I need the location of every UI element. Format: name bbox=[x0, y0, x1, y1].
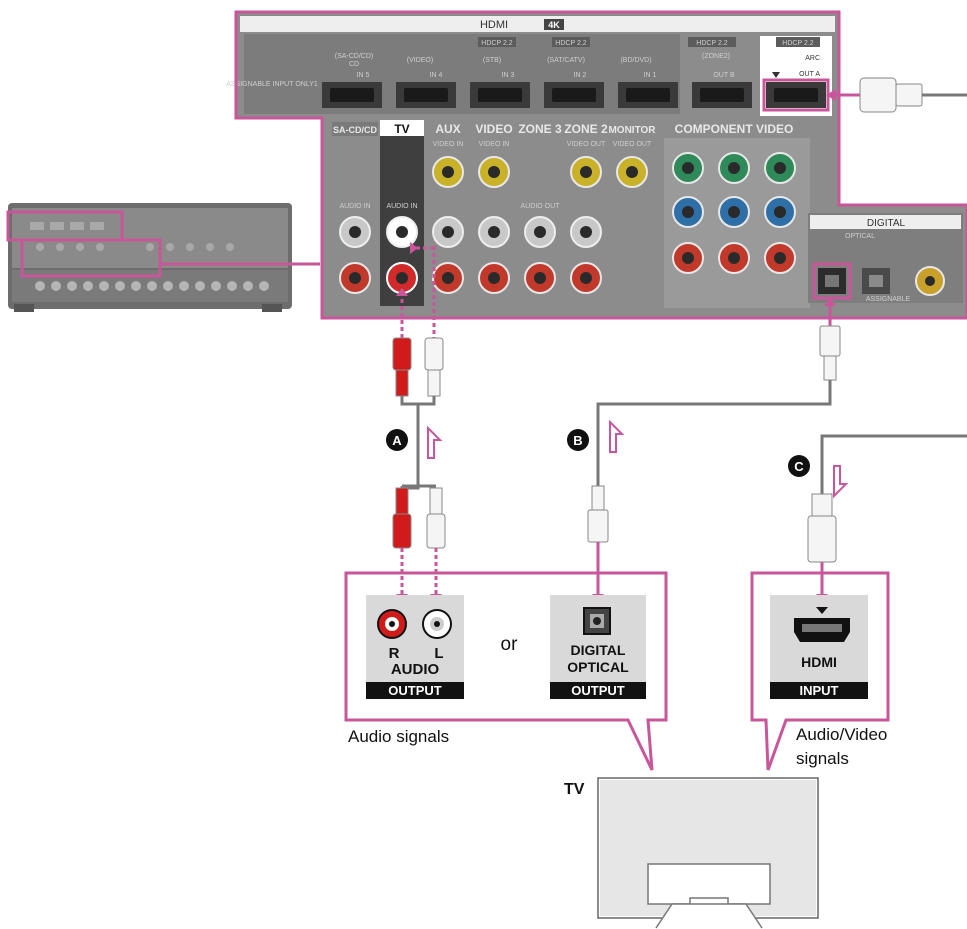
audio-r-jacks bbox=[339, 262, 602, 294]
audio-l-jacks bbox=[339, 216, 602, 248]
hdmi-port-in1: (BD/DVD) IN 1 bbox=[618, 57, 678, 108]
receiver-thumbnail bbox=[6, 203, 320, 312]
hdmi-port-label: IN 3 bbox=[502, 72, 515, 79]
section-label-video: VIDEO bbox=[475, 122, 512, 136]
assignable-input-note: ASSIGNABLE INPUT ONLY1 bbox=[226, 81, 318, 88]
av-signals-caption-line1: Audio/Video bbox=[796, 725, 887, 744]
cable-b-optical bbox=[587, 298, 841, 602]
badge-a: A bbox=[386, 429, 408, 451]
hdmi-port-in2: (SAT/CATV) IN 2 bbox=[544, 57, 604, 108]
hdcp-tag: HDCP 2.2 bbox=[481, 40, 512, 47]
out-b-zone: (ZONE2) bbox=[702, 53, 730, 60]
tv-icon bbox=[597, 777, 819, 929]
badge-b: B bbox=[567, 429, 589, 451]
svg-text:C: C bbox=[794, 459, 804, 474]
tv-audio-output-panel: R L AUDIO OUTPUT bbox=[366, 595, 464, 699]
section-label-zone2: ZONE 2 bbox=[564, 122, 608, 136]
receiver-rear-panel: HDMI 4K HDCP 2.2 HDCP 2.2 HDCP 2.2 HDCP … bbox=[226, 12, 967, 318]
jack-sublabel: AUDIO IN bbox=[386, 203, 417, 210]
audio-l-label: L bbox=[434, 645, 443, 662]
hdmi-input-bar: INPUT bbox=[800, 683, 839, 698]
tv-audio-r-jack bbox=[377, 609, 407, 639]
section-label-aux: AUX bbox=[435, 122, 460, 136]
optical-label-line2: OPTICAL bbox=[567, 659, 629, 675]
hdmi-port-name: (SA-CD/CD) bbox=[335, 53, 374, 60]
hdmi-port-name: (BD/DVD) bbox=[620, 57, 651, 64]
hdmi-port-in4: (VIDEO) IN 4 bbox=[396, 57, 456, 108]
hdmi-header: HDMI bbox=[480, 19, 508, 31]
section-label-sacd: SA-CD/CD bbox=[333, 125, 377, 135]
hdcp-tag: HDCP 2.2 bbox=[782, 40, 813, 47]
hdmi-label: HDMI bbox=[801, 654, 837, 670]
hdmi-port-in3: (STB) IN 3 bbox=[470, 57, 530, 108]
hdmi-port-name: (STB) bbox=[483, 57, 501, 64]
out-a-arc: ARC bbox=[805, 55, 820, 62]
hdmi-port-name: (SAT/CATV) bbox=[547, 57, 585, 64]
tv-hdmi-input-panel: HDMI INPUT bbox=[770, 595, 868, 699]
optical-output-bar: OUTPUT bbox=[571, 683, 625, 698]
badge-c: C bbox=[788, 455, 810, 477]
jack-sublabel: VIDEO OUT bbox=[567, 141, 606, 148]
tv-optical-output-panel: DIGITAL OPTICAL OUTPUT bbox=[550, 595, 646, 699]
audio-r-label: R bbox=[389, 645, 400, 662]
digital-label: DIGITAL bbox=[867, 218, 906, 229]
section-label-zone3: ZONE 3 bbox=[518, 122, 562, 136]
svg-text:B: B bbox=[573, 433, 582, 448]
component-video-jacks bbox=[672, 152, 796, 274]
hdmi-port-label: IN 1 bbox=[644, 72, 657, 79]
component-video-label: COMPONENT VIDEO bbox=[675, 122, 794, 136]
optical-label-line1: DIGITAL bbox=[571, 642, 626, 658]
hdmi-port-in5: (SA-CD/CD) CD IN 5 bbox=[322, 53, 382, 108]
optical-label: OPTICAL bbox=[845, 233, 875, 240]
hdmi-port-label: IN 5 bbox=[357, 72, 370, 79]
tv-audio-l-jack bbox=[422, 609, 452, 639]
audio-label: AUDIO bbox=[391, 661, 440, 678]
assignable-label: ASSIGNABLE bbox=[866, 296, 911, 303]
jack-sublabel: VIDEO IN bbox=[433, 141, 464, 148]
jack-sublabel: VIDEO OUT bbox=[613, 141, 652, 148]
section-label-tv: TV bbox=[394, 122, 409, 136]
audio-output-bar: OUTPUT bbox=[388, 683, 442, 698]
panel-highlight-outline bbox=[234, 10, 967, 320]
jack-sublabel: AUDIO OUT bbox=[521, 203, 561, 210]
or-text: or bbox=[501, 634, 519, 655]
jack-sublabel: VIDEO IN bbox=[479, 141, 510, 148]
hdmi-out-b: (ZONE2) OUT B bbox=[692, 53, 752, 108]
svg-text:A: A bbox=[392, 433, 402, 448]
hdcp-tag: HDCP 2.2 bbox=[555, 40, 586, 47]
out-b-label: OUT B bbox=[713, 72, 735, 79]
audio-callout-bubble bbox=[344, 571, 668, 771]
jack-sublabel: AUDIO IN bbox=[339, 203, 370, 210]
hdmi-port-name: (VIDEO) bbox=[407, 57, 433, 64]
audio-signals-caption: Audio signals bbox=[348, 727, 449, 746]
hdcp-tag: HDCP 2.2 bbox=[696, 40, 727, 47]
hdmi-callout-bubble bbox=[750, 571, 890, 771]
hdmi-port-label: IN 4 bbox=[430, 72, 443, 79]
av-signals-caption-line2: signals bbox=[796, 749, 849, 768]
hdmi-port-label: IN 2 bbox=[574, 72, 587, 79]
section-label-monitor: MONITOR bbox=[608, 125, 656, 136]
hdmi-4k-badge: 4K bbox=[548, 20, 560, 30]
video-jacks bbox=[432, 156, 648, 188]
digital-section: DIGITAL OPTICAL ASSIGNABLE bbox=[808, 213, 963, 303]
out-a-label: OUT A bbox=[799, 71, 820, 78]
tv-label: TV bbox=[564, 781, 585, 798]
hdmi-port-sub: CD bbox=[349, 61, 359, 68]
cable-c-hdmi bbox=[807, 77, 967, 602]
